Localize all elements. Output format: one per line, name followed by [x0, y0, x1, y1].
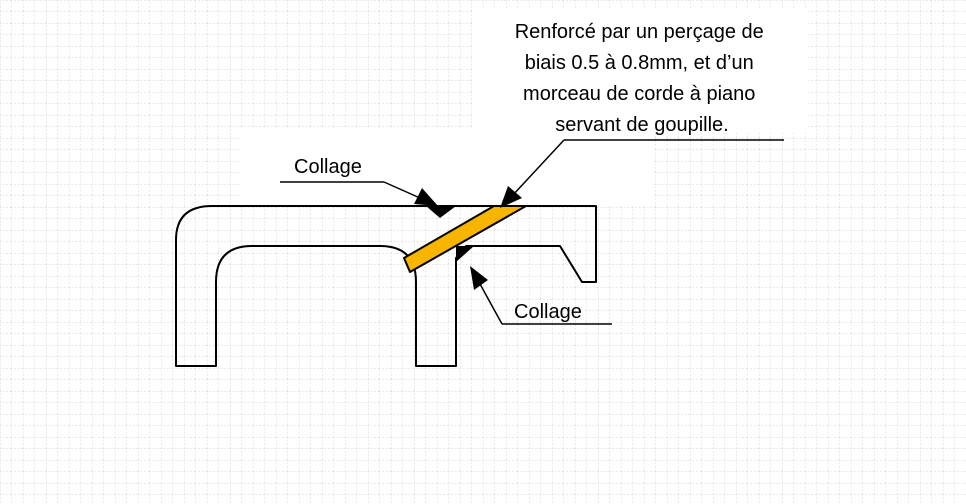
reinforcement-line-3: morceau de corde à piano — [523, 83, 755, 105]
text-background-area — [240, 128, 654, 206]
leader-reinforcement — [500, 139, 784, 208]
glue-label-top: Collage — [294, 156, 362, 178]
top-text-background — [472, 10, 806, 132]
profile-outline — [175, 205, 597, 367]
reinforcement-line-1: Renforcé par un perçage de — [515, 21, 764, 43]
reinforcement-note: Renforcé par un perçage de biais 0.5 à 0… — [515, 21, 770, 136]
glue-fillet-top — [426, 206, 456, 218]
glue-fillet-bottom — [456, 246, 474, 262]
reinforcement-line-2: biais 0.5 à 0.8mm, et d’un — [525, 52, 754, 74]
leader-glue-top — [280, 181, 438, 206]
glue-label-bottom: Collage — [514, 301, 582, 323]
leader-glue-bottom — [470, 266, 612, 325]
piano-wire-pin — [403, 205, 527, 273]
reinforcement-line-4: servant de goupille. — [555, 114, 728, 136]
